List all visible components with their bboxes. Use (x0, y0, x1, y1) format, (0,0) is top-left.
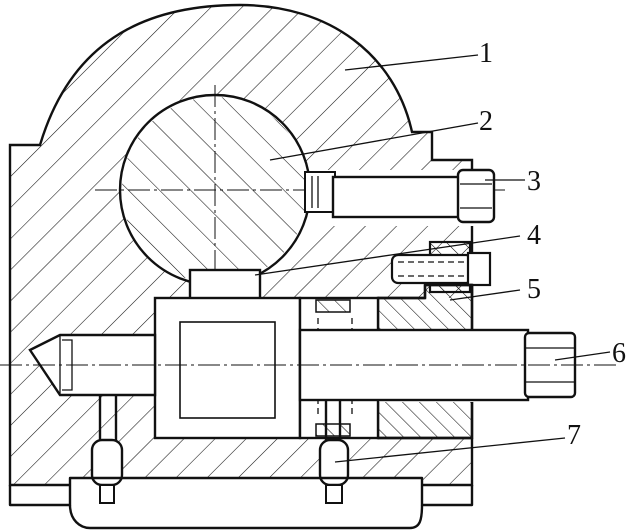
label-part-6: 6 (612, 338, 626, 369)
screw-part-3 (304, 168, 496, 224)
label-part-7: 7 (567, 420, 581, 451)
screw-part-4 (390, 240, 492, 294)
part-labels: 1 2 3 4 5 6 7 (479, 38, 626, 451)
label-part-3: 3 (527, 166, 541, 197)
label-part-5: 5 (527, 274, 541, 305)
label-part-4: 4 (527, 220, 541, 251)
leader-lines (254, 54, 611, 463)
shaft-part-6 (0, 328, 620, 402)
label-part-1: 1 (479, 38, 493, 69)
base-foot (8, 476, 474, 530)
label-part-2: 2 (479, 106, 493, 137)
pins-part-7 (90, 395, 350, 504)
